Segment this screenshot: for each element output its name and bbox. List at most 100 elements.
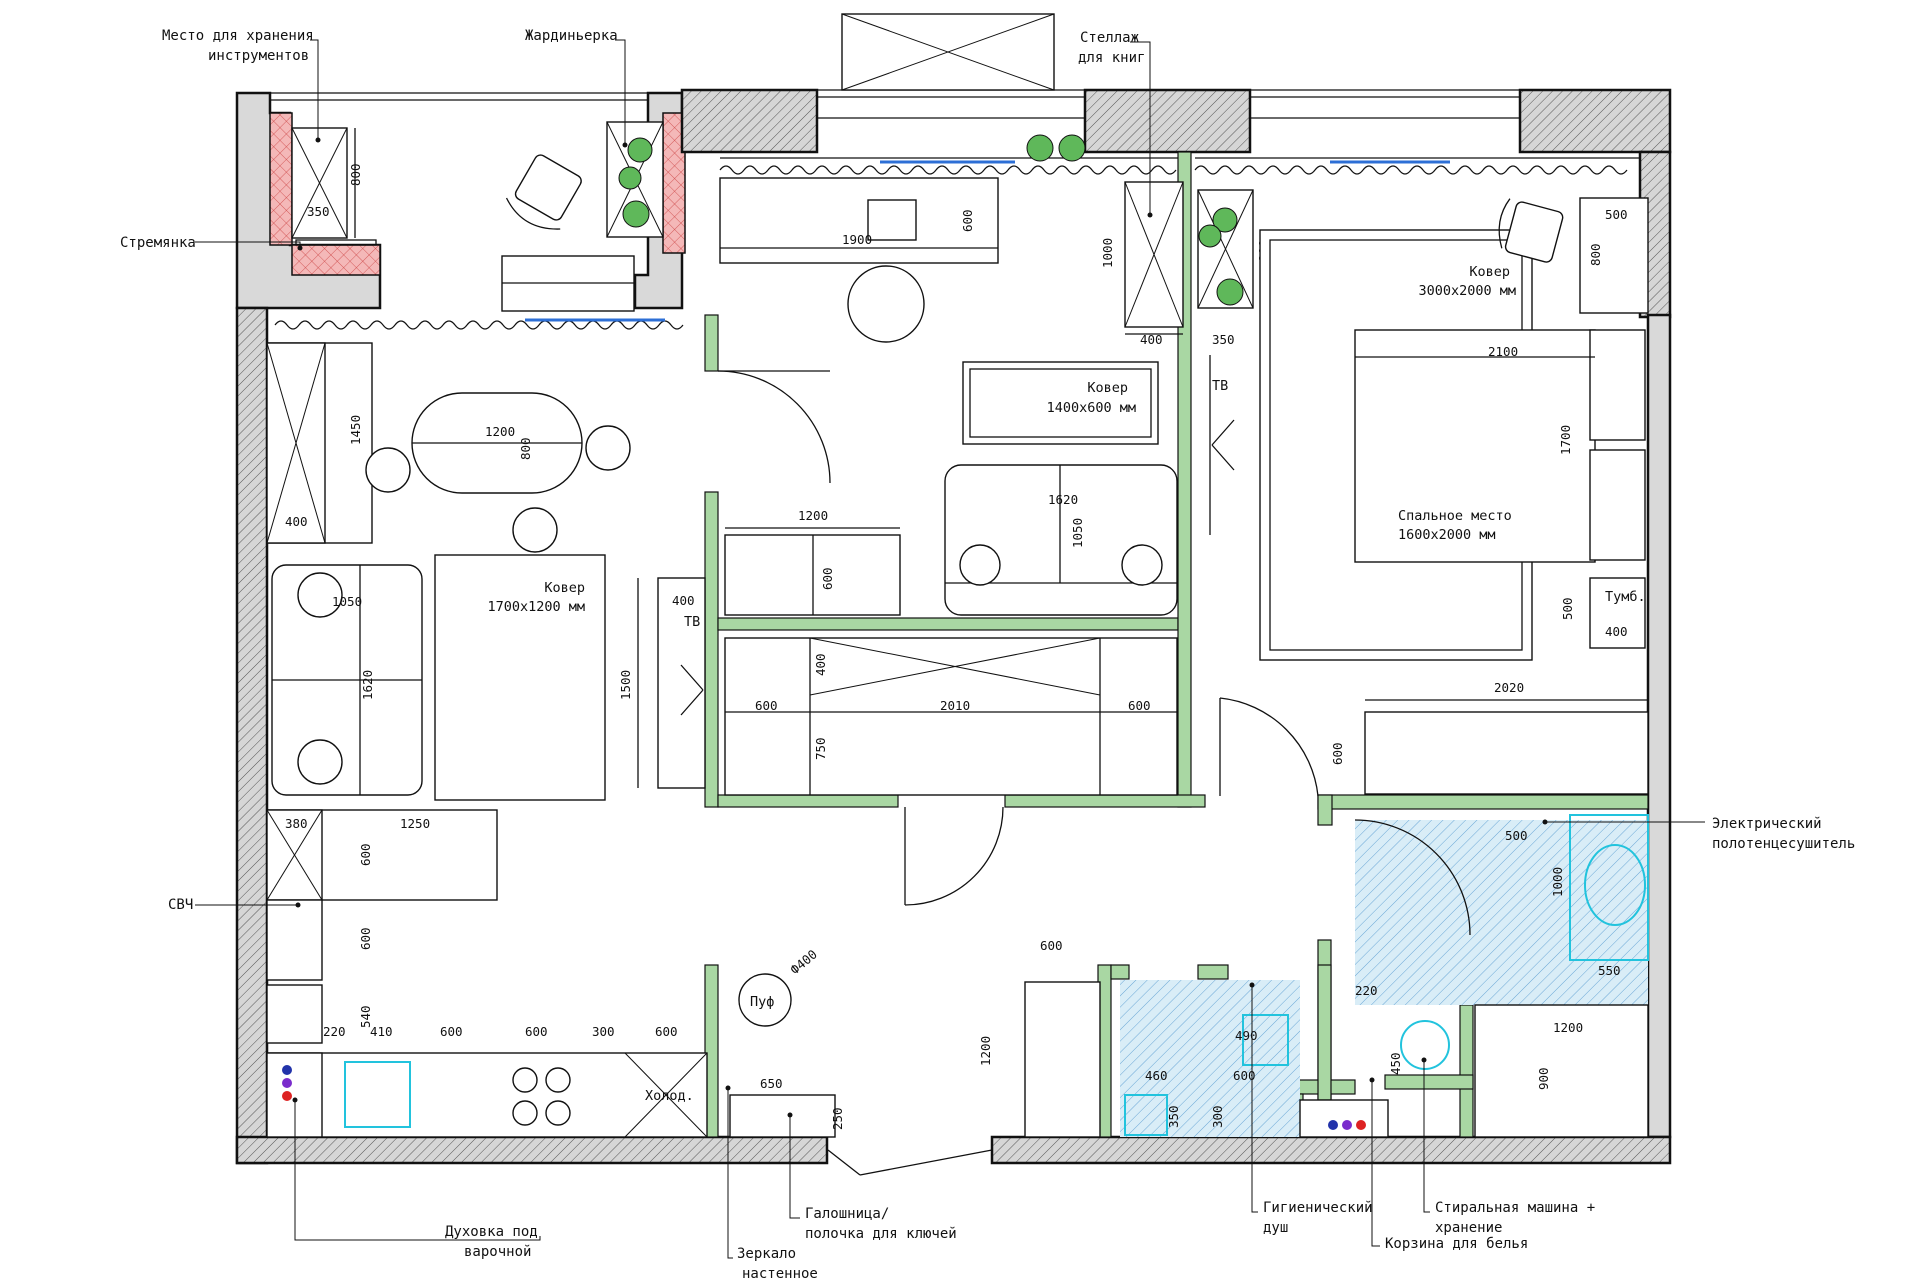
svg-text:1000: 1000 [1550, 867, 1565, 897]
svg-text:Стеллаж: Стеллаж [1080, 30, 1140, 46]
svg-text:650: 650 [760, 1076, 783, 1091]
svg-text:1200: 1200 [798, 508, 828, 523]
inner-walls [704, 151, 1649, 1138]
svg-text:350: 350 [1212, 332, 1235, 347]
balcony: 350 800 [291, 121, 664, 312]
svg-text:1050: 1050 [332, 594, 362, 609]
svg-text:Холод.: Холод. [645, 1088, 694, 1104]
svg-text:1200: 1200 [1553, 1020, 1583, 1035]
bathrooms: 600 1200 490 460 600 350 300 220 450 500… [978, 814, 1649, 1138]
svg-text:Стиральная машина +: Стиральная машина + [1435, 1200, 1595, 1216]
svg-text:Стремянка: Стремянка [120, 235, 196, 251]
svg-text:2100: 2100 [1488, 344, 1518, 359]
svg-text:600: 600 [1128, 698, 1151, 713]
svg-text:1000: 1000 [1100, 238, 1115, 268]
svg-text:500: 500 [1560, 597, 1575, 620]
svg-text:550: 550 [1598, 963, 1621, 978]
svg-text:2010: 2010 [940, 698, 970, 713]
svg-text:ТВ: ТВ [1212, 378, 1228, 394]
svg-text:1400х600 мм: 1400х600 мм [1047, 400, 1136, 416]
svg-text:1900: 1900 [842, 232, 872, 247]
svg-text:Ковер: Ковер [544, 580, 585, 596]
laptop [867, 199, 917, 241]
desk [719, 177, 999, 264]
svg-text:540: 540 [358, 1005, 373, 1028]
svg-text:400: 400 [285, 514, 308, 529]
svg-text:Место для хранения: Место для хранения [162, 28, 314, 44]
svg-text:800: 800 [518, 437, 533, 460]
svg-text:душ: душ [1263, 1220, 1288, 1236]
svg-text:1200: 1200 [485, 424, 515, 439]
svg-text:450: 450 [1388, 1052, 1403, 1075]
svg-text:Духовка под: Духовка под [445, 1224, 538, 1240]
svg-text:1050: 1050 [1070, 518, 1085, 548]
hall-wardrobe: 600 2010 600 400 750 [724, 637, 1178, 906]
svg-text:для книг: для книг [1078, 50, 1145, 66]
svg-text:Ф400: Ф400 [787, 946, 820, 977]
svg-text:600: 600 [440, 1024, 463, 1039]
svg-text:1250: 1250 [400, 816, 430, 831]
svg-text:400: 400 [1140, 332, 1163, 347]
svg-text:3000х2000 мм: 3000х2000 мм [1418, 283, 1516, 299]
svg-text:1450: 1450 [348, 415, 363, 445]
svg-text:400: 400 [1605, 624, 1628, 639]
svg-text:350: 350 [1166, 1105, 1181, 1128]
svg-text:Ковер: Ковер [1469, 264, 1510, 280]
svg-text:600: 600 [655, 1024, 678, 1039]
svg-text:600: 600 [525, 1024, 548, 1039]
svg-text:Галошница/: Галошница/ [805, 1206, 889, 1222]
svg-text:380: 380 [285, 816, 308, 831]
svg-text:1700х1200 мм: 1700х1200 мм [487, 599, 585, 615]
svg-text:600: 600 [755, 698, 778, 713]
bed [1354, 329, 1596, 563]
svg-text:1700: 1700 [1558, 425, 1573, 455]
svg-text:Спальное место: Спальное место [1398, 508, 1512, 524]
svg-text:Гигиенический: Гигиенический [1263, 1200, 1373, 1216]
svg-text:Корзина для белья: Корзина для белья [1385, 1236, 1528, 1252]
svg-text:хранение: хранение [1435, 1220, 1502, 1236]
svg-text:400: 400 [672, 593, 695, 608]
svg-text:Тумб.: Тумб. [1605, 589, 1646, 605]
svg-text:600: 600 [820, 567, 835, 590]
svg-text:СВЧ: СВЧ [168, 897, 193, 913]
svg-text:600: 600 [1330, 742, 1345, 765]
svg-text:250: 250 [830, 1107, 845, 1130]
svg-text:600: 600 [960, 209, 975, 232]
svg-text:инструментов: инструментов [208, 48, 309, 64]
study: 1900 600 1000 400 800 350 Ковер 1400х600… [717, 134, 1271, 616]
svg-text:600: 600 [1040, 938, 1063, 953]
kitchen: 380 1250 600 600 540 Холод. 220 410 600 … [266, 809, 708, 1138]
annotations: Место для хранения инструментов Жардинье… [120, 28, 1855, 1280]
svg-text:410: 410 [370, 1024, 393, 1039]
svg-text:600: 600 [358, 843, 373, 866]
svg-text:1600х2000 мм: 1600х2000 мм [1398, 527, 1496, 543]
living: 400 1450 1200 800 1050 1620 Ковер 1700х1… [266, 342, 706, 801]
wardrobe [1579, 197, 1649, 314]
svg-text:300: 300 [592, 1024, 615, 1039]
entry: Пуф Ф400 650 250 [729, 946, 845, 1138]
svg-text:полотенцесушитель: полотенцесушитель [1712, 836, 1855, 852]
bedroom: Ковер 3000х2000 мм 500 800 2100 1700 Спа… [1219, 197, 1649, 797]
svg-text:350: 350 [307, 204, 330, 219]
svg-text:варочной: варочной [464, 1244, 531, 1260]
svg-text:460: 460 [1145, 1068, 1168, 1083]
svg-text:750: 750 [813, 737, 828, 760]
svg-text:2020: 2020 [1494, 680, 1524, 695]
svg-text:Зеркало: Зеркало [737, 1246, 796, 1262]
svg-text:Пуф: Пуф [750, 994, 774, 1010]
svg-text:1200: 1200 [978, 1036, 993, 1066]
svg-text:Ковер: Ковер [1087, 380, 1128, 396]
svg-text:ТВ: ТВ [684, 614, 700, 630]
svg-text:900: 900 [1536, 1067, 1551, 1090]
svg-text:220: 220 [1355, 983, 1378, 998]
svg-text:800: 800 [1588, 243, 1603, 266]
svg-text:полочка для ключей: полочка для ключей [805, 1226, 957, 1242]
svg-text:Электрический: Электрический [1712, 816, 1822, 832]
svg-text:1620: 1620 [360, 670, 375, 700]
svg-text:1500: 1500 [618, 670, 633, 700]
svg-text:1620: 1620 [1048, 492, 1078, 507]
nightstand [1589, 577, 1646, 649]
svg-text:490: 490 [1235, 1028, 1258, 1043]
bedroom-wardrobe [1364, 711, 1649, 795]
